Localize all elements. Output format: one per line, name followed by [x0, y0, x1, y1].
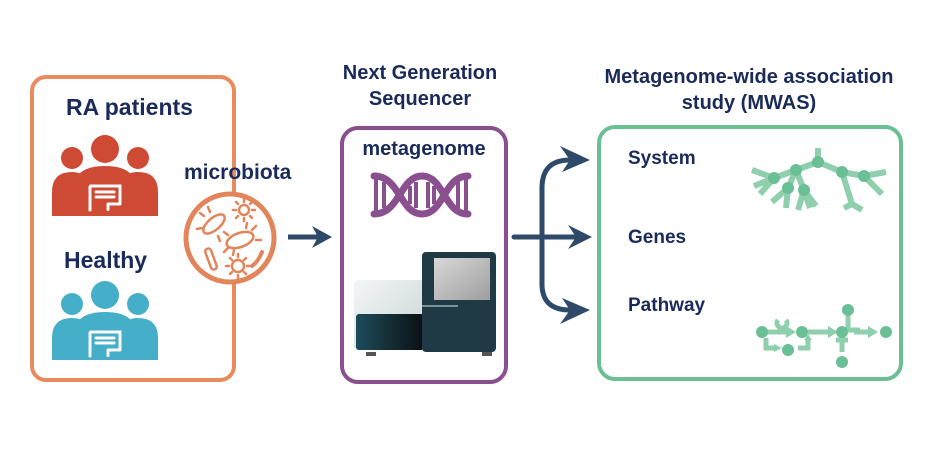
- ra-patients-label: RA patients: [66, 94, 193, 120]
- healthy-icon: [52, 281, 158, 360]
- sequencer-machine-icon: [354, 252, 496, 356]
- mwas-box: [597, 125, 903, 381]
- arrowheads: [560, 146, 592, 324]
- mwas-item-genes: Genes: [628, 227, 687, 248]
- ngs-title-line2: Sequencer: [368, 88, 472, 110]
- pathway-graph-icon: [756, 304, 892, 368]
- mwas-item-system: System: [628, 148, 696, 169]
- mwas-item-pathway: Pathway: [628, 295, 706, 316]
- ngs-title-line1: Next Generation: [342, 62, 498, 84]
- branch-arrows: [511, 146, 592, 324]
- mwas-title: Metagenome-wide association study (MWAS): [575, 64, 923, 116]
- tree-network-icon: [750, 148, 887, 213]
- arrow-to-sequencer: [288, 226, 332, 248]
- ngs-title: Next Generation Sequencer: [305, 60, 535, 112]
- microbiota-label: microbiota: [184, 161, 292, 184]
- ra-patients-icon: [52, 135, 158, 216]
- bacteria-petri-dish-icon: [183, 191, 277, 285]
- metagenome-label: metagenome: [362, 138, 486, 160]
- dna-helix-icon: [370, 172, 472, 218]
- mwas-title-line2: study (MWAS): [681, 92, 817, 114]
- mwas-title-line1: Metagenome-wide association: [604, 66, 894, 88]
- healthy-label: Healthy: [64, 247, 148, 273]
